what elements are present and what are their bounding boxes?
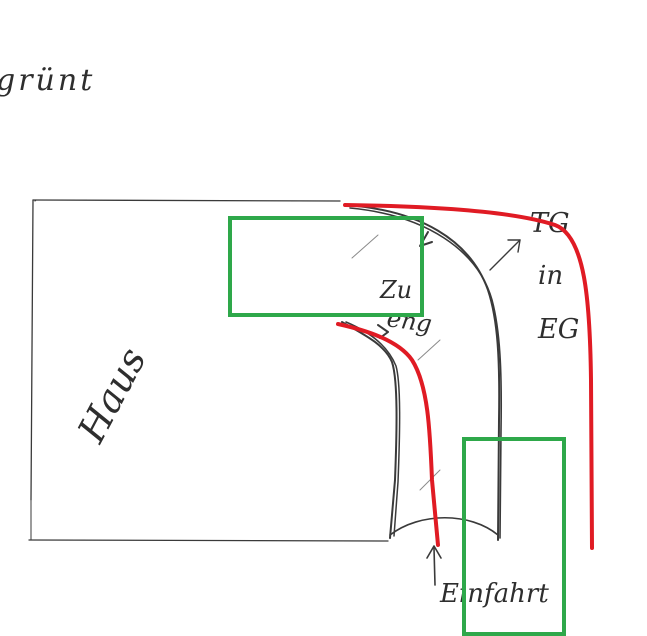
label-tg-line3: EG	[537, 314, 579, 345]
green-markings	[228, 216, 566, 636]
red-markings	[336, 203, 594, 550]
label-arrow-note-line1: Zu	[379, 276, 412, 304]
red-inner-curve	[336, 322, 440, 547]
red-outer-curve	[343, 203, 594, 550]
label-tg-line2: in	[538, 261, 563, 291]
label-entrance: Einfahrt	[439, 579, 549, 609]
house-outline	[28, 199, 389, 542]
green-box-entrance	[462, 437, 566, 636]
label-house: Haus	[69, 340, 155, 450]
label-arrow-note-line2: eng	[385, 304, 433, 338]
driveway-outline	[341, 204, 521, 586]
green-box-narrow-section	[228, 216, 424, 317]
label-top-left: grünt	[0, 63, 95, 98]
